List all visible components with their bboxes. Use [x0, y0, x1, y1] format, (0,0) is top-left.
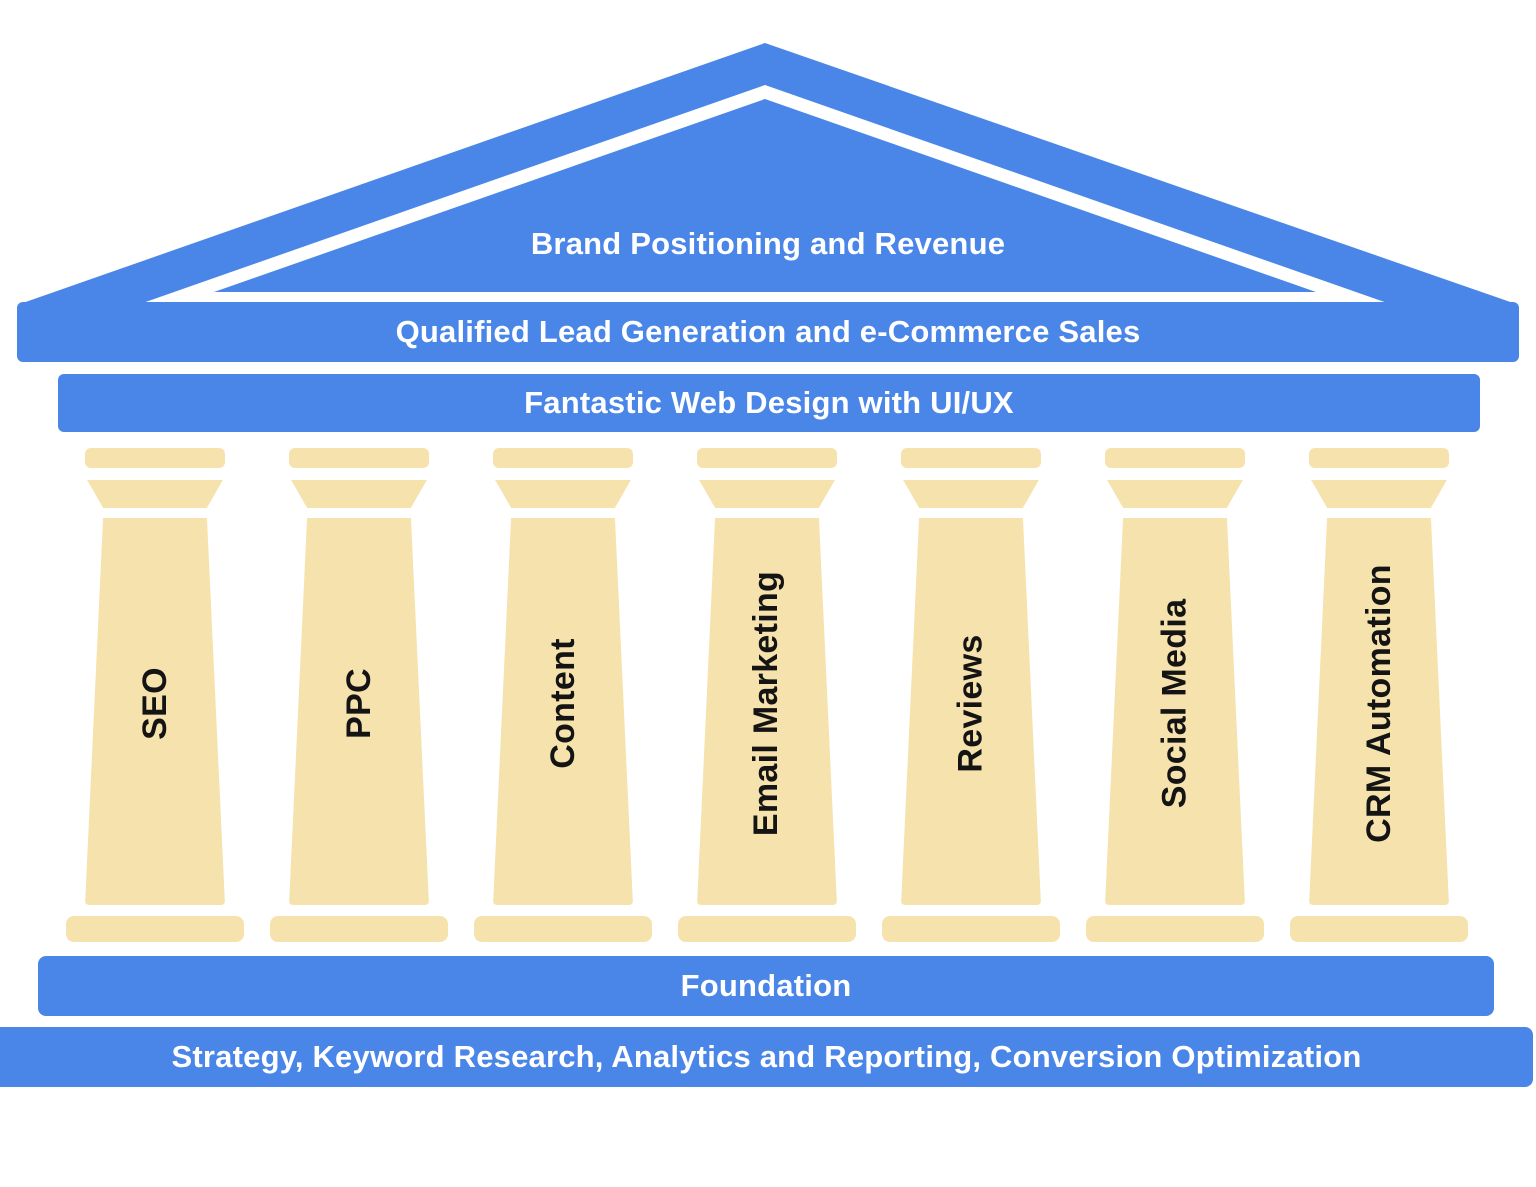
pillar-cap — [901, 448, 1041, 468]
pillar-base — [1086, 916, 1264, 942]
pillar-cap — [85, 448, 225, 468]
pillar-crm-automation: CRM Automation — [1290, 448, 1468, 942]
pillar-shaft — [697, 518, 837, 905]
foundation-bar: Foundation — [38, 956, 1494, 1016]
pillar-label: CRM Automation — [1359, 564, 1398, 843]
pillar-echinus — [87, 480, 223, 508]
pillar-base — [474, 916, 652, 942]
pillar-base — [1290, 916, 1468, 942]
pillar-label: Social Media — [1155, 598, 1194, 809]
pillar-cap — [493, 448, 633, 468]
pillar-echinus — [903, 480, 1039, 508]
pillar-content: Content — [474, 448, 652, 942]
pillar-shaft — [289, 518, 429, 905]
pillar-email-marketing: Email Marketing — [678, 448, 856, 942]
pillar-cap — [1105, 448, 1245, 468]
pillar-cap — [1309, 448, 1449, 468]
pillar-echinus — [291, 480, 427, 508]
pillar-echinus — [1107, 480, 1243, 508]
strategy-bar: Strategy, Keyword Research, Analytics an… — [0, 1027, 1533, 1087]
pillar-cap — [289, 448, 429, 468]
pillar-echinus — [495, 480, 631, 508]
architrave-bar: Fantastic Web Design with UI/UX — [58, 374, 1480, 432]
pillar-label: Email Marketing — [747, 570, 786, 837]
entablature-bar: Qualified Lead Generation and e-Commerce… — [17, 302, 1519, 362]
pillar-shaft — [1309, 518, 1449, 905]
pillar-shaft — [1105, 518, 1245, 905]
pillar-base — [678, 916, 856, 942]
pillar-base — [882, 916, 1060, 942]
pillar-ppc: PPC — [270, 448, 448, 942]
pillar-seo: SEO — [66, 448, 244, 942]
pillar-reviews: Reviews — [882, 448, 1060, 942]
pillar-label: Content — [543, 638, 582, 769]
pillar-label: Reviews — [951, 634, 990, 773]
pillar-base — [270, 916, 448, 942]
pillar-shaft — [901, 518, 1041, 905]
pillar-shaft — [85, 518, 225, 905]
pillar-base — [66, 916, 244, 942]
pillar-label: PPC — [339, 668, 378, 739]
pillar-shaft — [493, 518, 633, 905]
pillar-echinus — [1311, 480, 1447, 508]
pillar-echinus — [699, 480, 835, 508]
pillar-cap — [697, 448, 837, 468]
pillar-label: SEO — [135, 667, 174, 740]
pediment-title: Brand Positioning and Revenue — [530, 226, 1006, 261]
pillar-social-media: Social Media — [1086, 448, 1264, 942]
